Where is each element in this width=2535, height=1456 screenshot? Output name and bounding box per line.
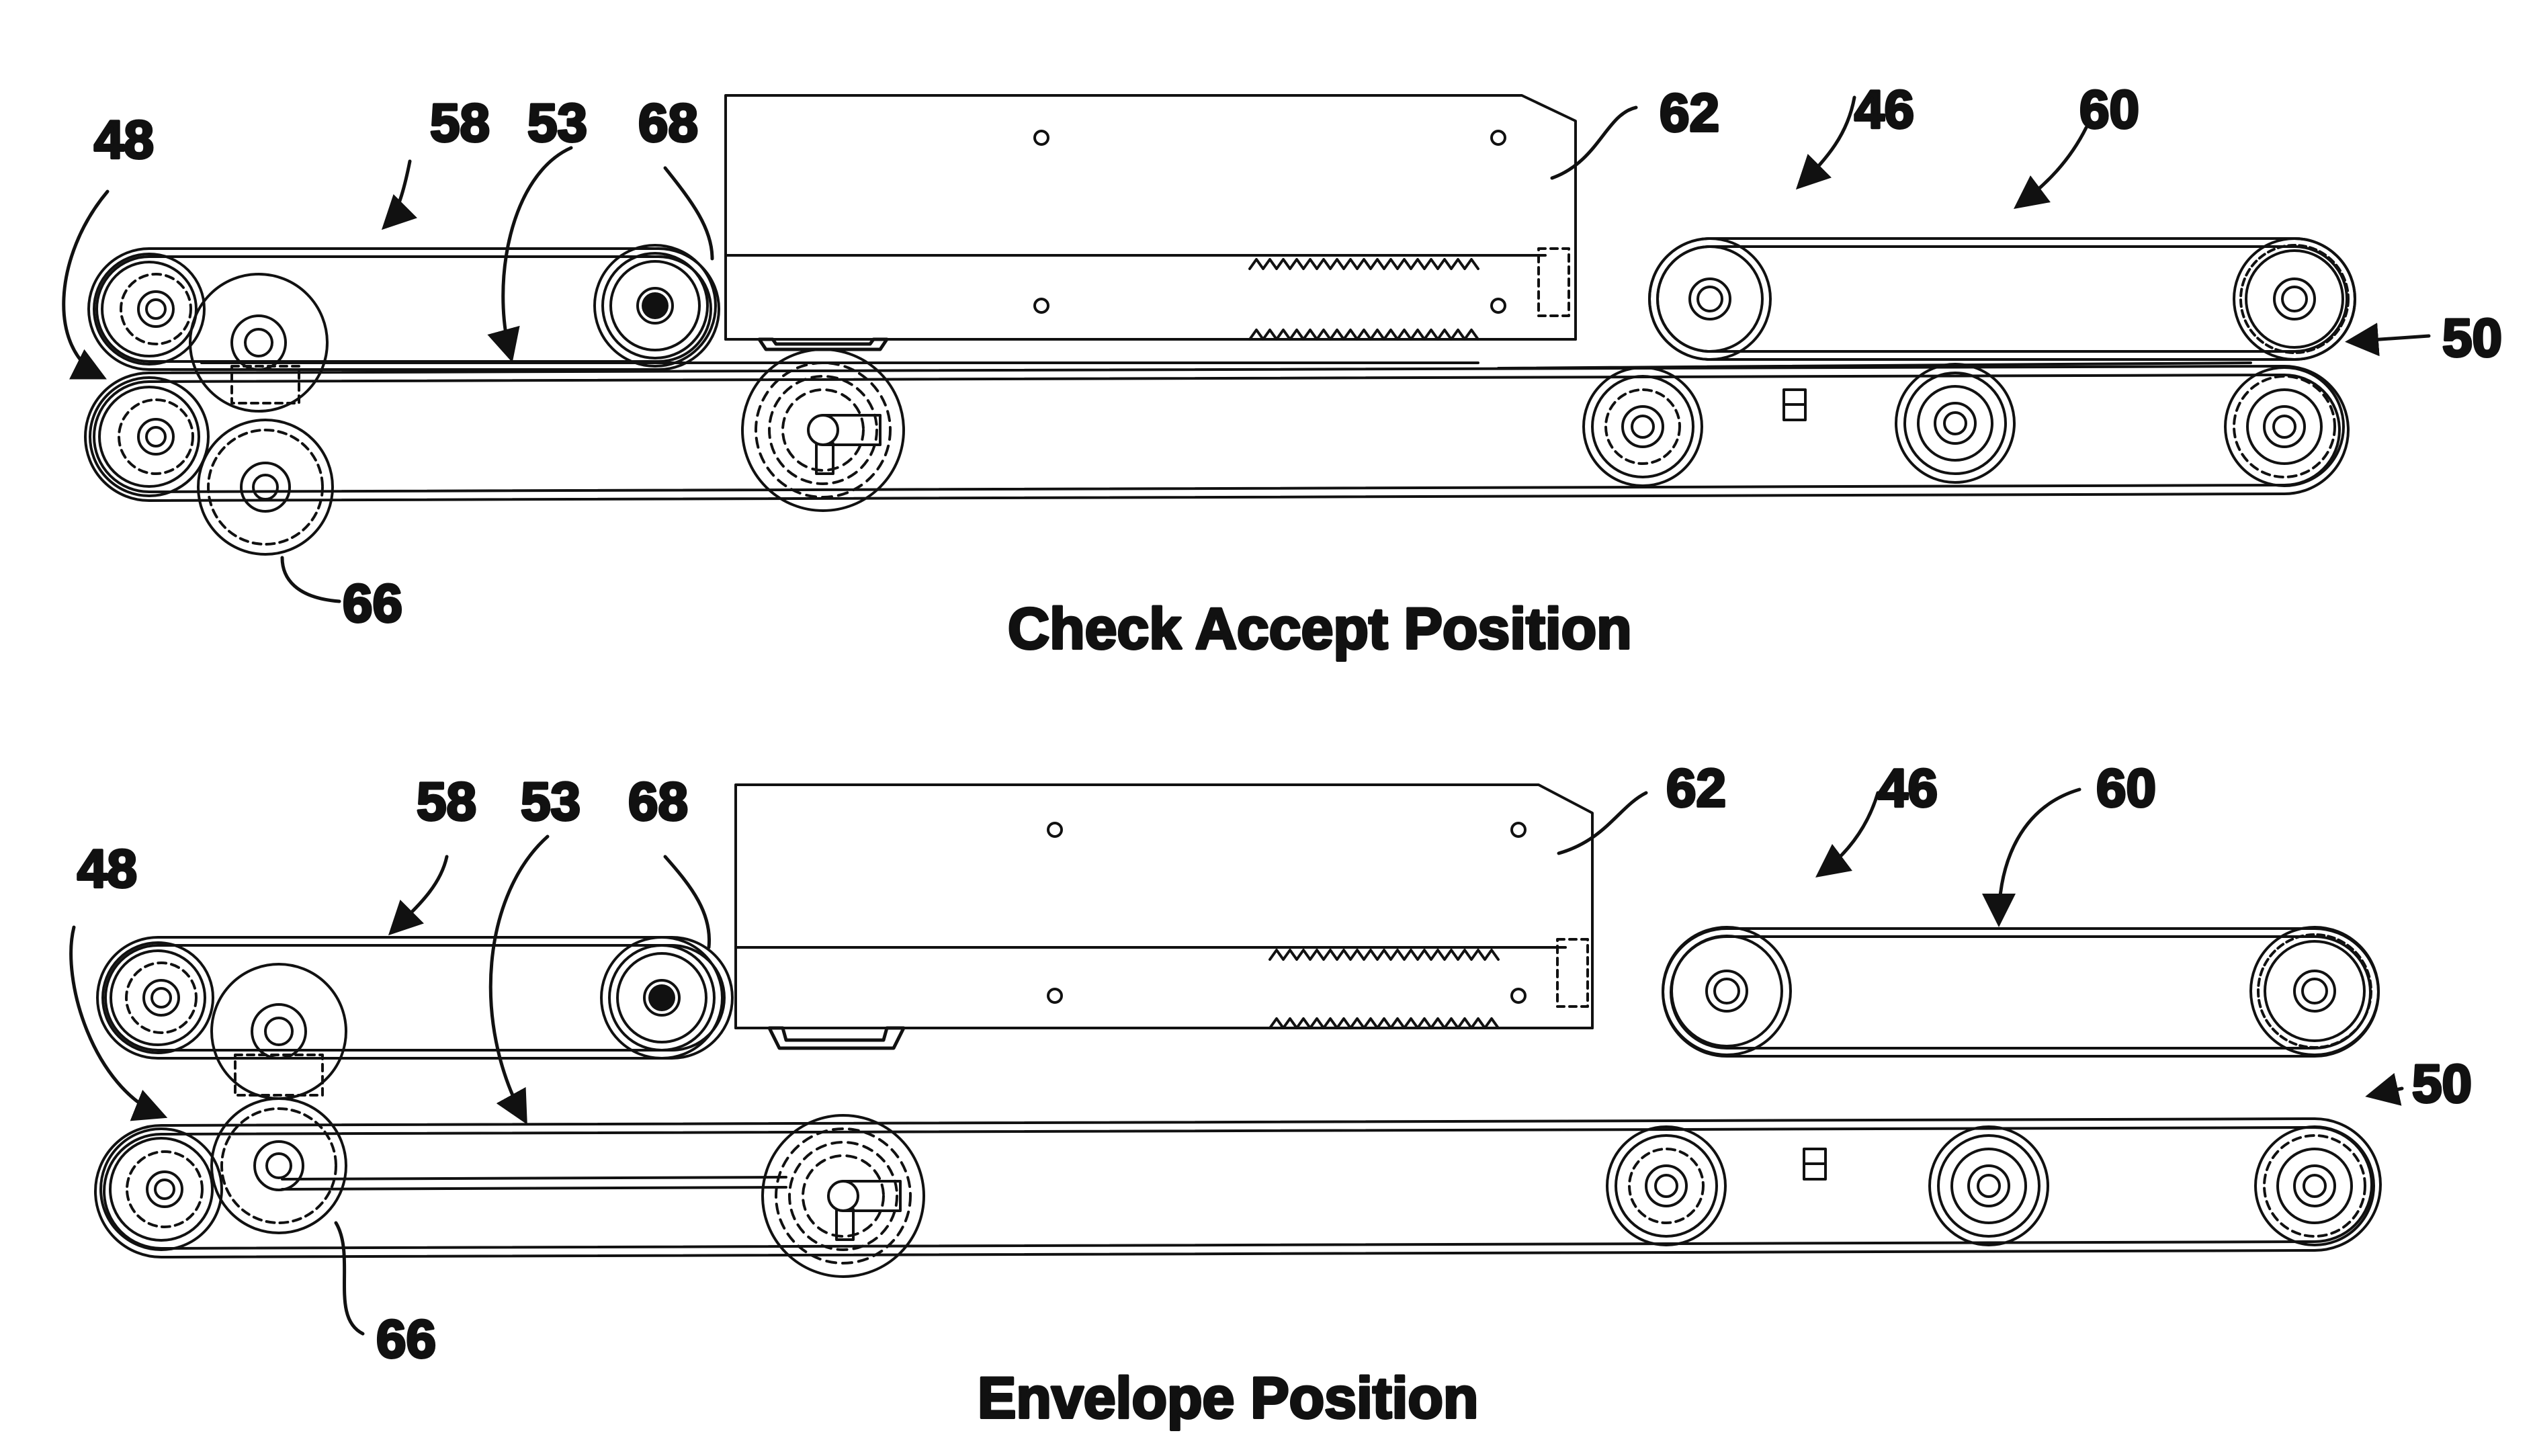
belt-60-upper-right — [1649, 239, 2355, 359]
ref-50-2: 50 — [2412, 1054, 2472, 1113]
roller-upper-right-end — [2234, 239, 2355, 359]
sensor-block-2 — [1804, 1149, 1825, 1179]
ref-48: 48 — [94, 110, 154, 169]
caption-envelope: Envelope Position — [978, 1366, 1478, 1430]
belt-50-lower — [85, 363, 2348, 501]
idler-roller-1-2 — [1607, 1127, 1725, 1245]
drive-wheel-2 — [763, 1115, 924, 1277]
ref-58: 58 — [430, 93, 490, 153]
roller-68-upper-2 — [601, 937, 722, 1058]
ref-62: 62 — [1660, 83, 1719, 142]
roller-lower-left-2 — [101, 1129, 222, 1250]
ref-66-2: 66 — [376, 1309, 436, 1369]
document-guide-62 — [726, 95, 1576, 349]
roller-upper-right-end-2 — [2251, 927, 2378, 1055]
panel-envelope: 48 58 53 68 62 46 60 50 66 Envelope Posi… — [71, 758, 2472, 1430]
ref-48-2: 48 — [77, 839, 137, 898]
caption-check-accept: Check Accept Position — [1008, 597, 1632, 661]
roller-upper-right-left-2 — [1663, 927, 1791, 1055]
ref-60: 60 — [2079, 79, 2139, 139]
panel-check-accept: 48 58 53 68 62 46 60 50 66 Check Accept … — [64, 79, 2502, 661]
ref-46-2: 46 — [1878, 758, 1938, 818]
ref-62-2: 62 — [1666, 758, 1726, 818]
roller-66-lower — [198, 420, 333, 554]
ref-68-2: 68 — [628, 771, 688, 831]
belt-50-lower-2 — [95, 1119, 2380, 1257]
ref-58-2: 58 — [417, 771, 476, 831]
ref-60-2: 60 — [2096, 758, 2156, 818]
roller-upper-left — [94, 254, 204, 364]
document-guide-62-2 — [736, 785, 1592, 1048]
roller-66-lower-2 — [212, 1099, 346, 1233]
leaders-panel-1 — [64, 97, 2429, 601]
roller-upper-left-2 — [103, 943, 213, 1053]
ref-46: 46 — [1854, 79, 1914, 139]
ref-53: 53 — [527, 93, 587, 153]
ref-66: 66 — [343, 573, 402, 633]
idler-roller-2-2 — [1930, 1127, 2048, 1245]
roller-68-upper — [595, 245, 716, 366]
ref-50: 50 — [2442, 308, 2502, 368]
roller-pinch-upper-left-2 — [212, 964, 346, 1099]
idler-roller-1 — [1584, 368, 1702, 486]
ref-68: 68 — [638, 93, 698, 153]
idler-roller-3 — [2225, 368, 2344, 486]
sensor-block — [1784, 390, 1805, 420]
labels-panel-2: 48 58 53 68 62 46 60 50 66 Envelope Posi… — [77, 758, 2472, 1430]
roller-pinch-upper-left — [190, 274, 327, 411]
idler-roller-2 — [1896, 364, 2014, 482]
roller-upper-right-left — [1649, 239, 1770, 359]
roller-lower-left — [90, 378, 208, 496]
idler-roller-3-2 — [2255, 1127, 2374, 1245]
ref-53-2: 53 — [521, 771, 581, 831]
drive-wheel — [742, 349, 904, 511]
